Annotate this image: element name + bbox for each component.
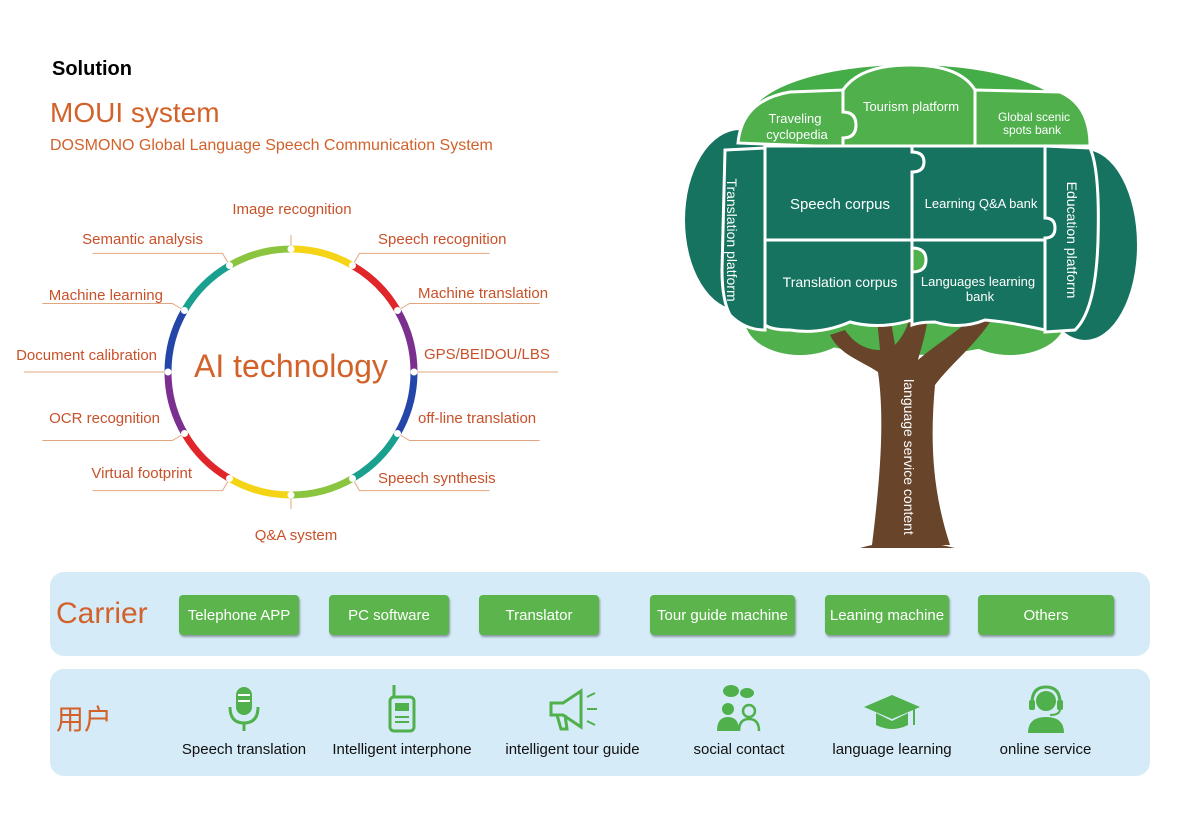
global-scenic-spots-bank-label: Global scenic: [998, 110, 1070, 124]
feature-image-recognition: Image recognition: [232, 201, 352, 218]
ring-node-dot: [287, 245, 295, 253]
user-language-learning[interactable]: language learning: [826, 683, 958, 758]
ring-node-dot: [287, 491, 295, 499]
feature-machine-learning: Machine learning: [48, 287, 163, 304]
feature-speech-recognition: Speech recognition: [378, 231, 507, 248]
user-item-label: social contact: [693, 741, 785, 758]
ring-node-dot: [180, 430, 188, 437]
walkie-talkie-icon: [326, 683, 478, 735]
system-title: MOUI system: [50, 97, 220, 128]
puzzle-speech-corpus: [763, 144, 926, 242]
translation-corpus-label: Translation corpus: [783, 274, 898, 290]
ring-arc-segment: [394, 308, 418, 373]
user-item-label: Speech translation: [181, 741, 307, 758]
puzzle-education-platform: [1043, 144, 1100, 334]
puzzle-languages-learning-bank: [910, 238, 1047, 332]
learning-qa-bank-label: Learning Q&A bank: [925, 196, 1038, 211]
ring-arc-segment: [394, 371, 418, 436]
ring-arc-segment: [181, 262, 232, 313]
feature-leader-line: [397, 433, 540, 441]
carrier-pc-software[interactable]: PC software: [329, 595, 449, 635]
language-service-tree: Traveling cyclopedia Tourism platform Gl…: [685, 63, 1137, 548]
puzzle-learning-qa-bank: [910, 144, 1057, 242]
user-online-service[interactable]: online service: [988, 683, 1103, 758]
feature-leader-line: [42, 433, 185, 441]
solution-heading: Solution: [52, 58, 132, 80]
ring-node-dot: [226, 475, 233, 483]
ring-node-dot: [349, 261, 356, 269]
feature-qa-system: Q&A system: [254, 527, 338, 544]
trunk-label: language service content: [901, 379, 917, 535]
feature-leader-line: [92, 252, 230, 266]
translation-platform-label: Translation platform: [724, 178, 740, 301]
headset-agent-icon: [988, 683, 1103, 735]
user-item-label: language learning: [832, 741, 952, 758]
tree-trunk: [830, 300, 990, 545]
carrier-others[interactable]: Others: [978, 595, 1114, 635]
tourism-platform-label: Tourism platform: [863, 99, 959, 114]
user-social-contact[interactable]: social contact: [680, 683, 798, 758]
feature-offline-translation: off-line translation: [418, 410, 537, 427]
carrier-leaning-machine[interactable]: Leaning machine: [825, 595, 949, 635]
user-intelligent-tour-guide[interactable]: intelligent tour guide: [495, 683, 650, 758]
carrier-translator[interactable]: Translator: [479, 595, 599, 635]
traveling-cyclopedia-label: Traveling: [769, 111, 822, 126]
ring-node-dot: [164, 368, 172, 376]
ring-arc-segment: [227, 245, 292, 269]
user-item-label: intelligent tour guide: [505, 741, 640, 758]
ring-node-dot: [349, 475, 356, 483]
user-intelligent-interphone[interactable]: Intelligent interphone: [326, 683, 478, 758]
traveling-cyclopedia-label: cyclopedia: [766, 127, 828, 142]
puzzle-global-scenic-spots-bank: [973, 88, 1092, 148]
ring-arc-segment: [350, 262, 401, 313]
ring-node-dot: [410, 368, 418, 376]
ring-arc-segment: [181, 431, 232, 482]
user-title: 用户: [56, 703, 113, 736]
feature-gps-beidou-lbs: GPS/BEIDOU/LBS: [424, 346, 550, 363]
puzzle-translation-corpus: [763, 238, 914, 333]
education-platform-label: Education platform: [1064, 182, 1080, 299]
user-item-label: online service: [999, 741, 1092, 758]
carrier-telephone-app[interactable]: Telephone APP: [179, 595, 299, 635]
ring-arc-segment: [350, 431, 401, 482]
ai-technology-center-label: AI technology: [194, 348, 388, 384]
carrier-title: Carrier: [56, 597, 148, 630]
system-subtitle: DOSMONO Global Language Speech Communica…: [50, 137, 493, 154]
ring-arc-segment: [164, 308, 188, 373]
ring-node-dot: [394, 430, 402, 437]
feature-machine-translation: Machine translation: [418, 285, 549, 302]
ring-arc-segment: [290, 475, 355, 499]
user-item-label: Intelligent interphone: [332, 741, 472, 758]
ring-arc-segment: [227, 475, 292, 499]
ring-node-dot: [180, 307, 188, 314]
puzzle-translation-platform: [720, 146, 767, 332]
feature-leader-line: [92, 478, 230, 492]
ai-technology-wheel: [24, 235, 558, 509]
feature-virtual-footprint: Virtual footprint: [91, 465, 192, 482]
languages-learning-bank-label: bank: [966, 289, 995, 304]
feature-leader-line: [352, 478, 490, 492]
microphone-icon: [170, 683, 318, 735]
feature-semantic-analysis: Semantic analysis: [82, 231, 203, 248]
ring-arc-segment: [164, 371, 188, 436]
feature-leader-line: [42, 303, 185, 311]
languages-learning-bank-label: Languages learning: [921, 274, 1035, 289]
graduation-cap-icon: [826, 683, 958, 735]
ring-arc-segment: [290, 245, 355, 269]
feature-leader-line: [352, 252, 490, 266]
feature-document-calibration: Document calibration: [16, 347, 157, 364]
user-speech-translation[interactable]: Speech translation: [170, 683, 318, 758]
people-chat-icon: [680, 683, 798, 735]
ring-node-dot: [226, 261, 233, 269]
carrier-tour-guide-machine[interactable]: Tour guide machine: [650, 595, 795, 635]
ring-node-dot: [394, 307, 402, 314]
megaphone-icon: [495, 683, 650, 735]
feature-speech-synthesis: Speech synthesis: [378, 470, 496, 487]
user-band: [50, 669, 1150, 776]
feature-ocr-recognition: OCR recognition: [49, 410, 160, 427]
speech-corpus-label: Speech corpus: [790, 196, 890, 213]
global-scenic-spots-bank-label: spots bank: [1003, 123, 1062, 137]
feature-leader-line: [397, 303, 540, 311]
